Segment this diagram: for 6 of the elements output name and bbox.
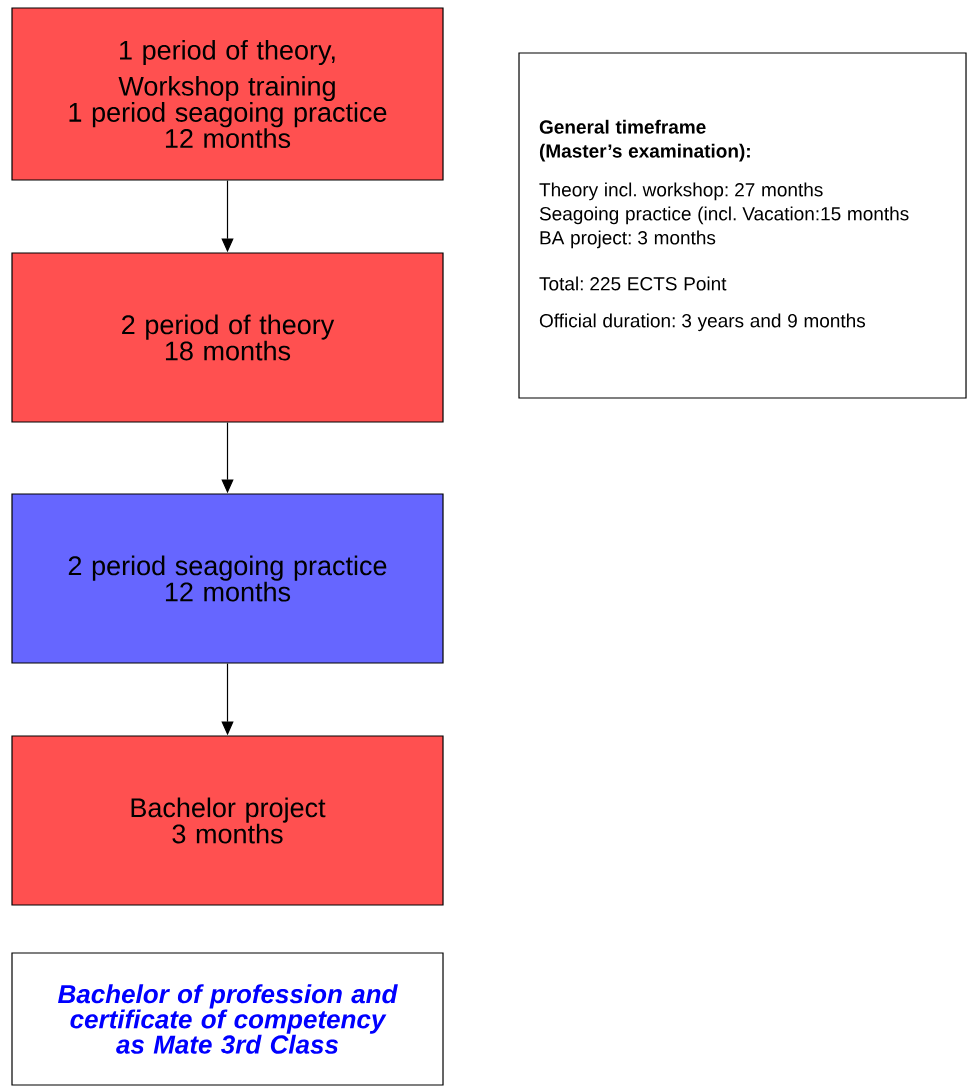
process-box: 2 period seagoing practice 12 months (11, 493, 444, 664)
result-box: Bachelor of profession and certificate of competency as Mate 3rd Class (11, 952, 444, 1086)
process-box: 2 period of theory 18 months (11, 252, 444, 423)
info-box: General timeframe (Master’s examination): Theory incl. workshop: 27 months Seagoing practice (incl. Vacation:15 months BA project: 3 months Total: 225 ECTS Point Official duration: 3 years and 9 months (518, 52, 967, 399)
process-box: Bachelor project 3 months (11, 735, 444, 906)
process-box: 1 period of theory, Workshop training 1 period seagoing practice 12 months (11, 7, 444, 181)
